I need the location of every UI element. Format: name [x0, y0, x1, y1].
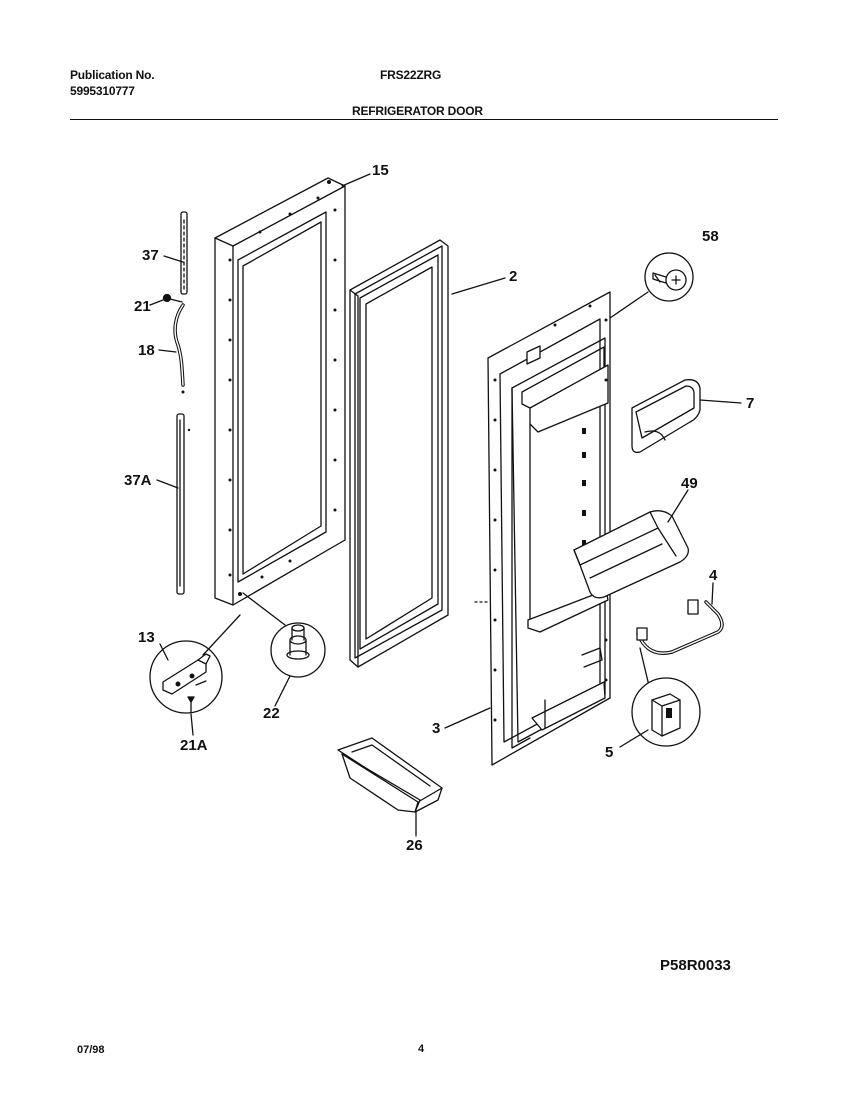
callout-22: 22 — [263, 705, 280, 722]
section-title: REFRIGERATOR DOOR — [352, 104, 483, 118]
callout-21a: 21A — [180, 737, 208, 754]
part-21-screw — [162, 293, 183, 303]
callout-2: 2 — [509, 268, 517, 285]
callout-18: 18 — [138, 342, 155, 359]
callout-37: 37 — [142, 247, 159, 264]
callout-37a: 37A — [124, 472, 152, 489]
part-37a-trim-strip — [176, 413, 191, 595]
publication-label: Publication No. — [70, 68, 155, 82]
callout-7: 7 — [746, 395, 754, 412]
part-49-door-bin — [573, 510, 689, 599]
part-21a-screw — [187, 696, 195, 713]
part-7-dairy-door — [631, 379, 701, 454]
leader-22-to-frame — [242, 592, 286, 626]
part-15-door-frame — [214, 177, 346, 606]
callout-5: 5 — [605, 744, 613, 761]
callout-21: 21 — [134, 298, 151, 315]
callout-3: 3 — [432, 720, 440, 737]
header-rule — [70, 119, 778, 120]
callout-58: 58 — [702, 228, 719, 245]
leader-58-to-liner — [609, 291, 649, 319]
leader-lines — [149, 173, 742, 837]
callout-15: 15 — [372, 162, 389, 179]
model-number: FRS22ZRG — [380, 68, 442, 82]
footer-date: 07/98 — [77, 1044, 105, 1056]
diagram-code: P58R0033 — [660, 957, 731, 974]
callout-4: 4 — [709, 567, 718, 584]
part-5-clip — [631, 677, 701, 747]
part-22-hinge-bushing — [270, 622, 326, 678]
footer-page-number: 4 — [418, 1043, 425, 1055]
callout-13: 13 — [138, 629, 155, 646]
callout-49: 49 — [681, 475, 698, 492]
part-4-bin-rail — [636, 599, 724, 655]
part-37-hinge-bracket — [180, 211, 188, 295]
leader-13-to-frame — [202, 614, 241, 656]
part-26-bottom-bin — [337, 737, 443, 813]
part-2-door-gasket — [349, 239, 449, 668]
callout-26: 26 — [406, 837, 423, 854]
publication-number: 5995310777 — [70, 84, 135, 98]
part-58-screw — [644, 252, 694, 302]
part-13-lower-hinge — [149, 640, 223, 714]
part-18-wire-harness — [173, 303, 185, 394]
part-3-door-liner — [474, 291, 611, 766]
